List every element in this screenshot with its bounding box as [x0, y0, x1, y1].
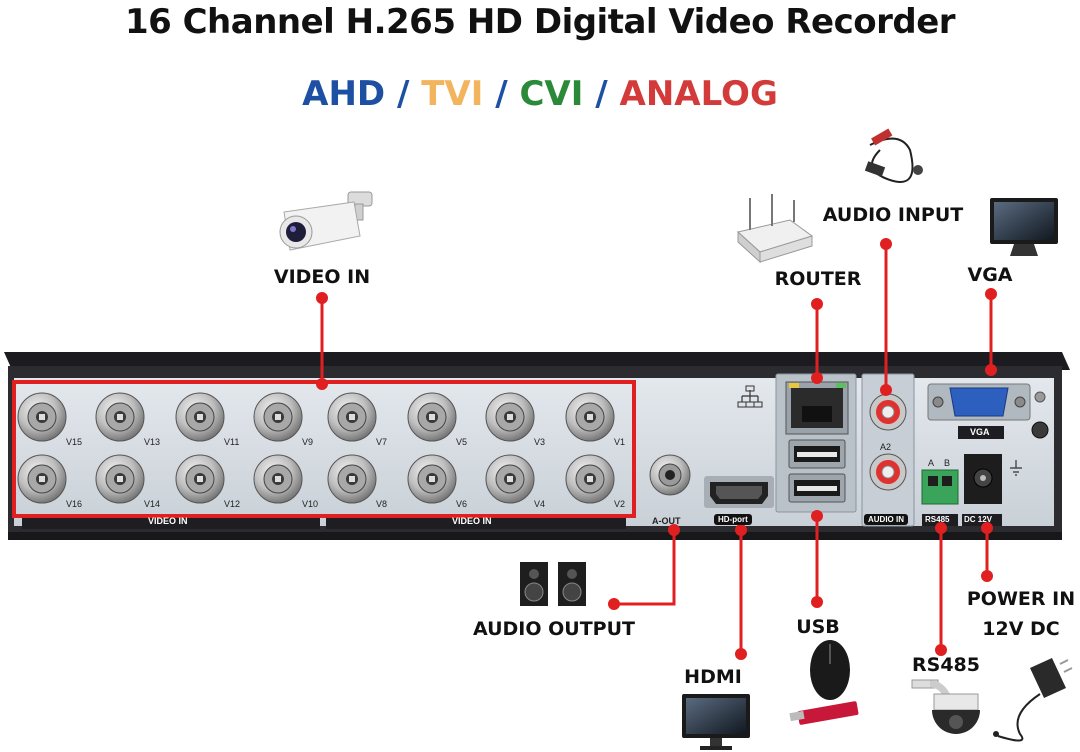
vga-monitor-icon: [990, 198, 1058, 256]
panel-dc12v-label: DC 12V: [964, 515, 993, 524]
page-title: 16 Channel H.265 HD Digital Video Record…: [124, 2, 956, 42]
bnc-connector: [17, 392, 67, 442]
power-12v-callout: 12V DC: [982, 618, 1060, 640]
bnc-channel-label: V10: [302, 499, 319, 509]
bnc-channel-label: V5: [456, 437, 468, 447]
usb-callout: USB: [796, 616, 840, 638]
bnc-connectors: [17, 392, 615, 504]
rs485-callout: RS485: [912, 654, 980, 676]
bnc-channel-label: V13: [144, 437, 161, 447]
usb-stick-icon: [789, 701, 859, 725]
panel-aout-label: A-OUT: [652, 516, 681, 526]
usb-mouse-icon: [810, 640, 850, 700]
lan-usb-block: [737, 373, 857, 513]
hdmi-monitor-icon: [682, 694, 750, 750]
callout-lines: [316, 238, 997, 660]
bnc-channel-label: V7: [376, 437, 388, 447]
panel-audio-in-label: AUDIO IN: [864, 514, 908, 525]
bnc-connector: [175, 392, 225, 442]
panel-rs485-label: RS485: [925, 515, 950, 524]
hdmi-port: [704, 476, 774, 508]
video-in-callout: VIDEO IN: [273, 266, 371, 288]
ptz-camera-icon: [911, 679, 980, 734]
vga-port: [927, 383, 1031, 439]
bullet-camera-icon: [279, 191, 373, 251]
bnc-channel-label: V3: [534, 437, 546, 447]
format-segment: ANALOG: [619, 74, 778, 114]
panel-a2-label: A2: [880, 442, 892, 452]
bnc-channel-label: V16: [66, 499, 83, 509]
bnc-connector: [407, 392, 457, 442]
audio-out-bnc: [649, 454, 691, 496]
bnc-connector: [485, 454, 535, 504]
format-subtitle: AHD / TVI / CVI / ANALOG: [0, 74, 1080, 114]
router-icon: [736, 194, 814, 264]
panel-pin-b-label: B: [944, 458, 951, 468]
bnc-connector: [565, 454, 615, 504]
audio-in-rca: [861, 373, 915, 527]
audio-input-callout: AUDIO INPUT: [822, 204, 964, 226]
bnc-connector: [327, 392, 377, 442]
speaker-icon: [520, 562, 586, 606]
bnc-connector: [95, 454, 145, 504]
format-segment: /: [583, 74, 620, 114]
bnc-channel-label: V8: [376, 499, 388, 509]
bnc-connector: [253, 392, 303, 442]
vga-callout: VGA: [967, 264, 1013, 286]
bnc-connector: [565, 392, 615, 442]
bnc-channel-label: V11: [224, 437, 240, 447]
bnc-channel-label: V1: [614, 437, 626, 447]
hdmi-callout: HDMI: [684, 666, 742, 688]
bnc-connector: [407, 454, 457, 504]
bnc-channel-label: V15: [66, 437, 83, 447]
panel-pin-a-label: A: [928, 458, 935, 468]
format-segment: CVI: [519, 74, 584, 114]
bnc-connector: [175, 454, 225, 504]
format-segment: /: [385, 74, 422, 114]
format-segment: /: [483, 74, 520, 114]
panel-video-in-left-label: VIDEO IN: [148, 516, 188, 526]
bnc-connector: [485, 392, 535, 442]
bnc-channel-label: V14: [144, 499, 161, 509]
bnc-connector: [95, 392, 145, 442]
format-segment: AHD: [302, 74, 386, 114]
microphone-icon: [864, 128, 923, 183]
bnc-channel-label: V6: [456, 499, 468, 509]
power-in-callout: POWER IN: [966, 588, 1076, 610]
panel-hdport-label: HD-port: [714, 514, 752, 525]
bnc-connector: [17, 454, 67, 504]
bnc-channel-label: V9: [302, 437, 314, 447]
bnc-channel-label: V12: [224, 499, 241, 509]
panel-vga-label: VGA: [970, 427, 990, 437]
bnc-connector: [253, 454, 303, 504]
bnc-channel-label: V4: [534, 499, 546, 509]
panel-video-in-right-label: VIDEO IN: [452, 516, 492, 526]
bnc-channel-label: V2: [614, 499, 626, 509]
bnc-connector: [327, 454, 377, 504]
audio-output-callout: AUDIO OUTPUT: [472, 618, 635, 640]
rs485-dc-block: [921, 454, 1002, 526]
power-adapter-icon: [993, 658, 1073, 742]
format-segment: TVI: [421, 74, 484, 114]
router-callout: ROUTER: [774, 268, 862, 290]
